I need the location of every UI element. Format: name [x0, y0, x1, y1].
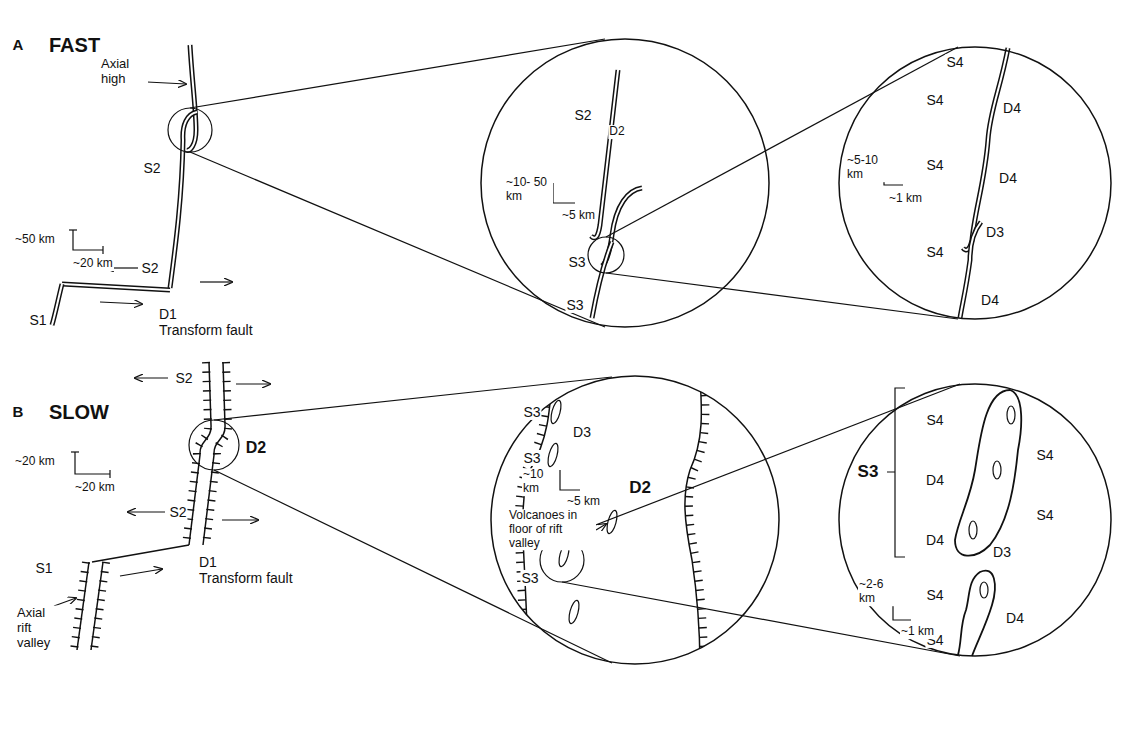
segment-label: D3	[985, 224, 1005, 240]
segment-label: S2	[174, 370, 193, 386]
panel-letter: B	[12, 403, 25, 420]
panel-letter: A	[12, 36, 25, 53]
scale-label: ~10 km	[522, 468, 558, 496]
segment-label: D2	[245, 439, 267, 457]
scale-label: ~20 km	[72, 257, 114, 271]
segment-label: D1	[158, 306, 178, 322]
circle-outline	[838, 383, 1112, 657]
segment-label: S4	[925, 92, 944, 108]
segment-label: S4	[1035, 447, 1054, 463]
text-label: FAST	[48, 34, 101, 57]
scale-label: ~10- 50 km	[505, 176, 553, 204]
scale-label: ~1 km	[888, 192, 923, 206]
segment-label: S4	[925, 412, 944, 428]
zoom-circle: S2D2~10- 50 km~5 kmS3S3	[480, 38, 770, 328]
text-label: SLOW	[48, 401, 110, 424]
scale-label: ~5 km	[566, 495, 601, 509]
segment-label: D4	[925, 472, 945, 488]
segment-label: D3	[572, 424, 592, 440]
segment-label: D2	[608, 125, 625, 139]
scale-label: ~1 km	[900, 625, 935, 639]
segment-label: D3	[992, 544, 1012, 560]
circle-outline	[838, 46, 1112, 320]
segment-label: D4	[980, 292, 1000, 308]
text-label: Axial high	[100, 57, 148, 87]
segment-label: D1	[198, 554, 218, 570]
segment-label: S2	[142, 160, 161, 176]
segment-label: S4	[1035, 507, 1054, 523]
segment-label: D4	[1002, 100, 1022, 116]
segment-label: S3	[522, 404, 541, 420]
scale-label: ~20 km	[74, 481, 116, 495]
scale-label: ~20 km	[14, 455, 56, 469]
zoom-circle: S4S4D4S4D4D3S4D4~5-10 km~1 km	[838, 46, 1112, 320]
segment-label: D4	[1005, 610, 1025, 626]
scale-label: ~5-10 km	[846, 154, 886, 182]
segment-label: S3	[857, 462, 880, 482]
segment-label: D4	[925, 532, 945, 548]
segment-label: S3	[520, 570, 539, 586]
slow-ridges	[54, 362, 1021, 668]
segment-label: S1	[28, 312, 47, 328]
segment-label: S3	[565, 297, 584, 313]
zoom-circle: S3S4D4S4D4S4D3S4D4S4~2-6 km~1 km	[838, 383, 1112, 657]
segment-label: S2	[573, 107, 592, 123]
segment-label: S4	[925, 244, 944, 260]
text-label: Axial rift valley	[16, 606, 58, 651]
segment-label: S4	[925, 587, 944, 603]
scale-label: ~2-6 km	[858, 578, 894, 606]
segment-label: S1	[34, 560, 53, 576]
zoom-circle: S3D3S3~10 km~5 kmD2Volcanoes in floor of…	[490, 375, 780, 665]
scale-label: ~50 km	[14, 233, 56, 247]
segment-label: S3	[522, 450, 541, 466]
text-label: Transform fault	[158, 322, 254, 338]
scale-label: ~5 km	[561, 209, 596, 223]
segment-label: S2	[168, 504, 187, 520]
fast-ridges	[52, 39, 1008, 327]
segment-label: S4	[925, 157, 944, 173]
segment-label: S3	[567, 254, 586, 270]
text-label: Volcanoes in floor of rift valley	[508, 509, 596, 550]
text-label: Transform fault	[198, 570, 294, 586]
segment-label: D4	[998, 170, 1018, 186]
segment-label: S2	[140, 260, 159, 276]
segment-label: D2	[628, 478, 652, 498]
segment-label: S4	[945, 54, 964, 70]
